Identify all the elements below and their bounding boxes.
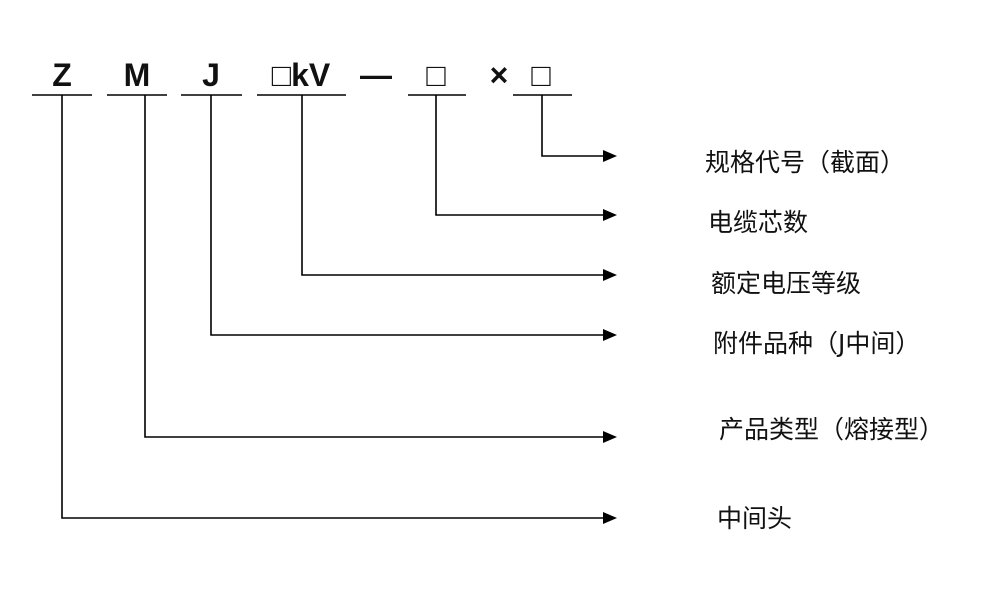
code-z: Z <box>52 57 72 93</box>
leader-cores <box>435 95 617 221</box>
leader-accessory <box>210 95 617 341</box>
code-times: × <box>490 57 509 93</box>
code-m: M <box>124 57 151 93</box>
label-accessory: 附件品种（J中间） <box>713 329 920 358</box>
label-cores: 电缆芯数 <box>708 208 808 237</box>
label-spec: 规格代号（截面） <box>705 148 905 177</box>
code-kv: □kV <box>272 57 331 93</box>
leader-voltage <box>301 95 617 281</box>
leader-spec <box>541 95 617 162</box>
label-product-type: 产品类型（熔接型） <box>719 415 944 444</box>
code-j: J <box>202 57 220 93</box>
code-cores: □ <box>426 57 446 93</box>
label-joint: 中间头 <box>717 504 792 533</box>
leader-product-type <box>144 95 617 443</box>
leader-joint <box>61 95 617 524</box>
label-voltage: 额定电压等级 <box>711 269 861 298</box>
code-section: □ <box>531 57 551 93</box>
code-dash: — <box>360 57 392 93</box>
